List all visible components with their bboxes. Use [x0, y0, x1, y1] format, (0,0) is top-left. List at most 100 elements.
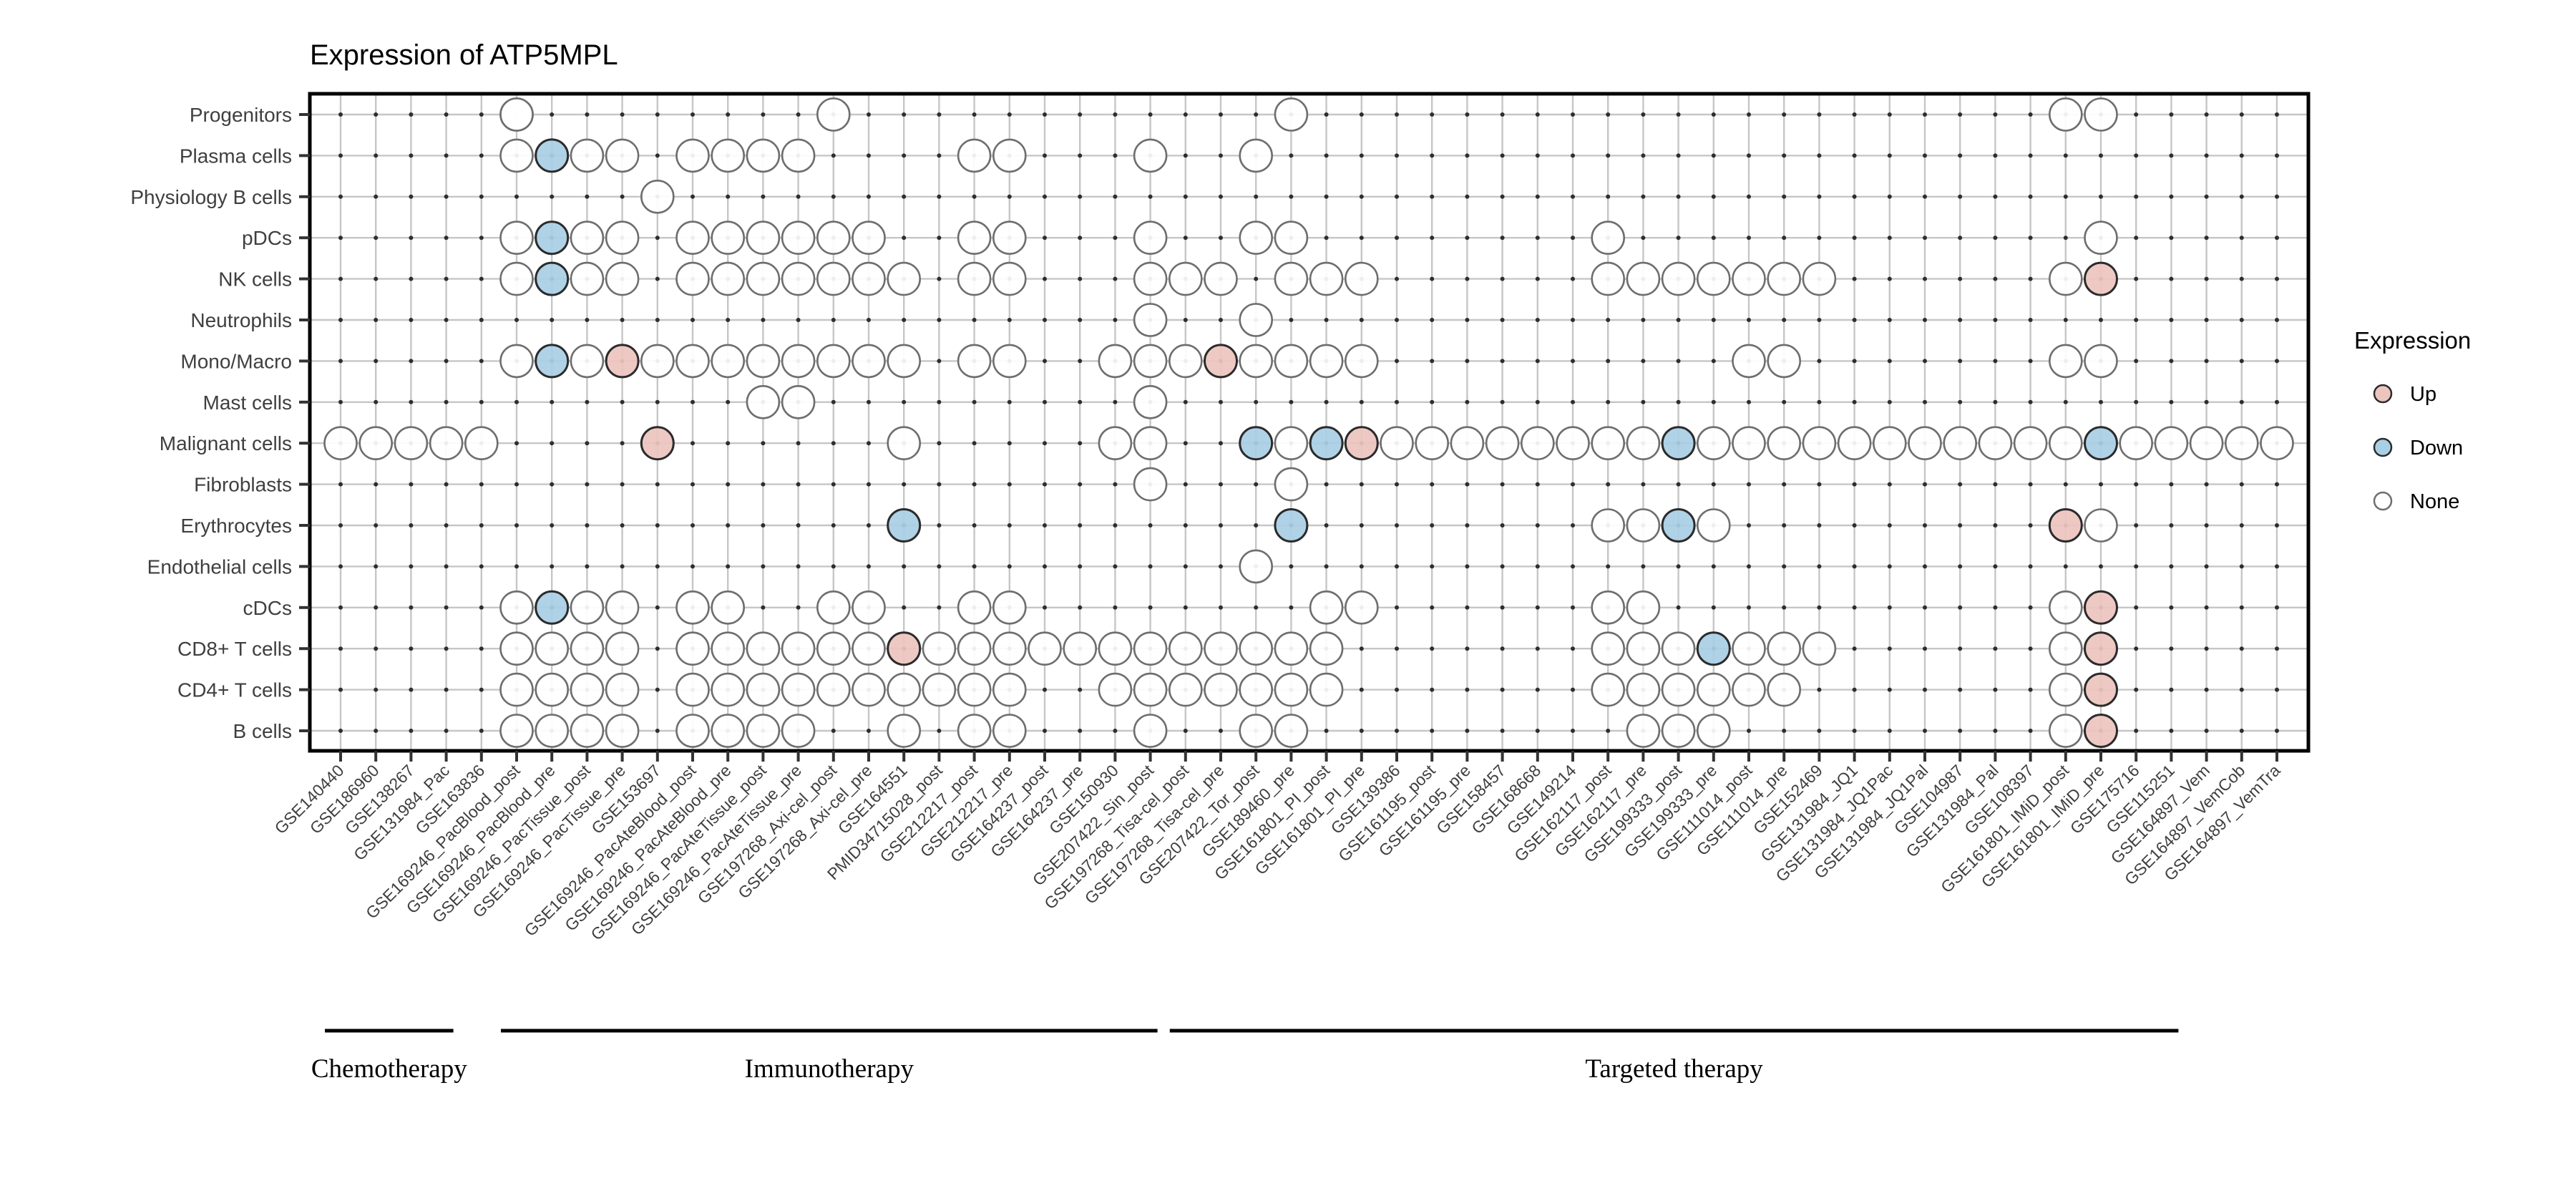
- grid-intersection-dot: [1395, 194, 1399, 199]
- grid-intersection-dot: [2028, 687, 2033, 692]
- expression-dot: [675, 220, 710, 256]
- expression-dot: [1204, 672, 1238, 707]
- grid-intersection-dot: [585, 112, 590, 117]
- grid-intersection-dot: [1676, 194, 1681, 199]
- grid-intersection-dot: [831, 729, 836, 733]
- expression-dot: [1309, 426, 1344, 461]
- y-axis-label: Erythrocytes: [180, 515, 292, 537]
- grid-intersection-dot: [1113, 318, 1118, 322]
- grid-intersection-dot: [2028, 153, 2033, 158]
- expression-dot: [1274, 261, 1309, 296]
- expression-dot: [2049, 672, 2083, 707]
- grid-intersection-dot: [338, 276, 343, 281]
- expression-dot: [675, 261, 710, 296]
- grid-intersection-dot: [1500, 399, 1505, 404]
- grid-intersection-dot: [902, 482, 907, 487]
- grid-intersection-dot: [374, 482, 379, 487]
- grid-intersection-dot: [2204, 399, 2209, 404]
- grid-intersection-dot: [1852, 605, 1857, 610]
- grid-intersection-dot: [550, 564, 555, 569]
- grid-intersection-dot: [620, 318, 625, 322]
- grid-intersection-dot: [1852, 523, 1857, 528]
- grid-intersection-dot: [1500, 482, 1505, 487]
- expression-dot: [675, 672, 710, 707]
- grid-intersection-dot: [867, 441, 871, 446]
- expression-dot: [605, 631, 640, 666]
- grid-intersection-dot: [2239, 359, 2244, 364]
- grid-intersection-dot: [1887, 399, 1892, 404]
- grid-intersection-dot: [1219, 235, 1223, 240]
- grid-intersection-dot: [1430, 153, 1435, 158]
- grid-intersection-dot: [1747, 523, 1751, 528]
- expression-dot: [746, 384, 781, 419]
- grid-intersection-dot: [1289, 318, 1294, 322]
- grid-intersection-dot: [2063, 194, 2068, 199]
- expression-dot: [1239, 714, 1273, 748]
- expression-dot: [852, 672, 886, 707]
- expression-dot: [1239, 344, 1273, 379]
- expression-dot: [1239, 220, 1273, 256]
- grid-intersection-dot: [1430, 605, 1435, 610]
- expression-dot: [1661, 261, 1696, 296]
- grid-intersection-dot: [1043, 153, 1047, 158]
- grid-intersection-dot: [2239, 276, 2244, 281]
- grid-intersection-dot: [1711, 399, 1716, 404]
- grid-intersection-dot: [1078, 276, 1083, 281]
- grid-intersection-dot: [2134, 318, 2139, 322]
- grid-intersection-dot: [2134, 482, 2139, 487]
- grid-intersection-dot: [1852, 112, 1857, 117]
- grid-intersection-dot: [479, 399, 484, 404]
- grid-intersection-dot: [1747, 605, 1751, 610]
- grid-intersection-dot: [902, 194, 907, 199]
- grid-intersection-dot: [1571, 687, 1575, 692]
- grid-intersection-dot: [550, 441, 555, 446]
- grid-intersection-dot: [1887, 687, 1892, 692]
- grid-intersection-dot: [1747, 194, 1751, 199]
- grid-intersection-dot: [1324, 564, 1329, 569]
- grid-intersection-dot: [2028, 564, 2033, 569]
- expression-dot: [1661, 714, 1696, 748]
- grid-intersection-dot: [1465, 153, 1470, 158]
- grid-intersection-dot: [726, 318, 731, 322]
- expression-dot: [535, 344, 570, 379]
- grid-intersection-dot: [1219, 564, 1223, 569]
- expression-dot: [1697, 261, 1731, 296]
- grid-intersection-dot: [1676, 564, 1681, 569]
- grid-intersection-dot: [655, 523, 660, 528]
- grid-intersection-dot: [1359, 687, 1364, 692]
- grid-intersection-dot: [2099, 194, 2103, 199]
- expression-dot: [1204, 631, 1238, 666]
- grid-intersection-dot: [1043, 482, 1047, 487]
- expression-dot: [640, 179, 675, 214]
- grid-intersection-dot: [409, 276, 414, 281]
- expression-dot: [781, 138, 816, 173]
- grid-intersection-dot: [2063, 399, 2068, 404]
- grid-intersection-dot: [1254, 276, 1259, 281]
- grid-intersection-dot: [1078, 523, 1083, 528]
- grid-intersection-dot: [1606, 359, 1611, 364]
- grid-intersection-dot: [655, 276, 660, 281]
- expression-dot: [605, 714, 640, 748]
- expression-dot: [1309, 631, 1344, 666]
- expression-dot: [1133, 384, 1168, 419]
- grid-intersection-dot: [1993, 276, 1998, 281]
- grid-intersection-dot: [796, 441, 801, 446]
- grid-intersection-dot: [1993, 235, 1998, 240]
- grid-intersection-dot: [1430, 482, 1435, 487]
- expression-dot: [746, 672, 781, 707]
- expression-dot: [1169, 631, 1203, 666]
- grid-intersection-dot: [972, 564, 977, 569]
- expression-dot: [605, 344, 640, 379]
- grid-intersection-dot: [2204, 729, 2209, 733]
- grid-intersection-dot: [1817, 564, 1822, 569]
- grid-intersection-dot: [1606, 194, 1611, 199]
- grid-intersection-dot: [1500, 687, 1505, 692]
- grid-intersection-dot: [550, 112, 555, 117]
- grid-intersection-dot: [2028, 235, 2033, 240]
- grid-intersection-dot: [1500, 564, 1505, 569]
- grid-intersection-dot: [1887, 646, 1892, 651]
- grid-intersection-dot: [1219, 318, 1223, 322]
- grid-intersection-dot: [1958, 564, 1963, 569]
- grid-intersection-dot: [1747, 235, 1751, 240]
